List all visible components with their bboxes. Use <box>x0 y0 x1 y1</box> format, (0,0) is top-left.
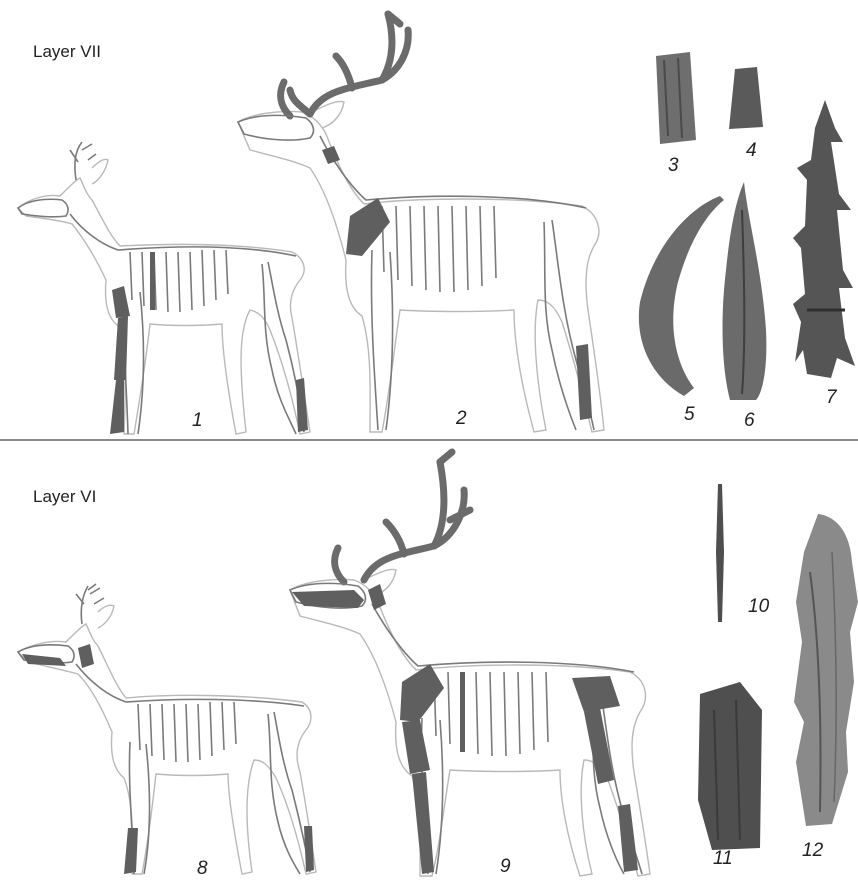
artifact-5-curved-point <box>634 192 724 398</box>
figure-number-8: 8 <box>197 858 208 880</box>
figure-number-2: 2 <box>456 408 467 430</box>
artifact-4-bone-fragment <box>727 65 767 131</box>
animal-8-skeleton <box>10 582 320 878</box>
animal-2-skeleton <box>232 10 612 440</box>
artifact-10-bone-needle <box>712 482 728 624</box>
figure-number-9: 9 <box>500 856 511 878</box>
artifact-11-bone-fragment <box>694 680 766 852</box>
artifact-12-carved-antler <box>792 512 858 828</box>
figure-number-1: 1 <box>192 410 203 432</box>
figure-number-6: 6 <box>744 410 755 432</box>
artifact-3-bone-fragment <box>650 50 700 146</box>
figure-number-11: 11 <box>713 848 733 870</box>
artifact-6-bone-point <box>718 180 770 402</box>
layer-vii-label: Layer VII <box>33 42 101 62</box>
panel-divider <box>0 439 858 441</box>
figure-number-10: 10 <box>748 596 769 618</box>
layer-vi-label: Layer VI <box>33 487 96 507</box>
figure-number-3: 3 <box>668 155 679 177</box>
figure-number-12: 12 <box>802 840 823 862</box>
figure-number-7: 7 <box>826 387 837 409</box>
figure-number-5: 5 <box>684 404 695 426</box>
animal-9-skeleton <box>284 450 664 878</box>
artifact-7-barbed-harpoon <box>793 98 858 380</box>
figure-number-4: 4 <box>746 140 757 162</box>
